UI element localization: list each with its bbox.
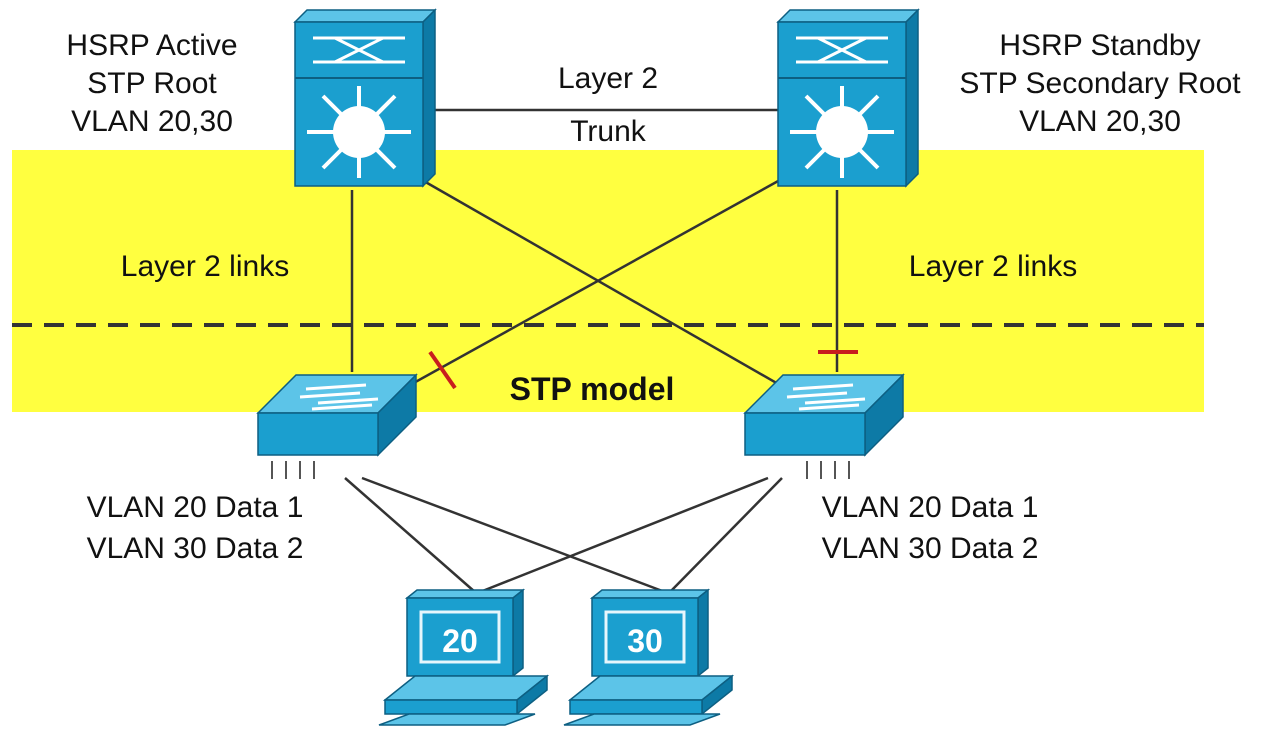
access-left-vlan20: VLAN 20 Data 1 [87, 491, 304, 524]
access-left-vlan30: VLAN 30 Data 2 [87, 532, 304, 565]
access-right-vlan30: VLAN 30 Data 2 [822, 532, 1039, 565]
multilayer-switch-icon [293, 8, 437, 188]
link-active-to-right-access [421, 178, 781, 387]
access-right-vlan20: VLAN 20 Data 1 [822, 491, 1039, 524]
workgroup-switch-icon [256, 373, 418, 479]
workstation-icon [563, 588, 735, 726]
workstation-icon [378, 588, 550, 726]
active-label-line3: VLAN 20,30 [71, 105, 233, 138]
layer2-band [12, 150, 1204, 412]
standby-label-line2: STP Secondary Root [959, 67, 1241, 100]
multilayer-switch-icon [776, 8, 920, 188]
link-right-access-to-pc20 [479, 476, 769, 594]
link-left-access-to-pc30 [361, 476, 666, 594]
blocked-port-icon [428, 350, 457, 390]
active-label-line1: HSRP Active [66, 29, 237, 62]
trunk-label-line2: Trunk [570, 115, 647, 148]
pc-label-20: 20 [442, 623, 478, 659]
link-left-access-to-pc20 [344, 477, 476, 593]
active-label-line2: STP Root [87, 67, 217, 100]
trunk-label-line1: Layer 2 [558, 62, 658, 95]
pc-label-30: 30 [627, 623, 663, 659]
layer2-links-left-label: Layer 2 links [121, 250, 289, 283]
standby-label-line1: HSRP Standby [999, 29, 1200, 62]
stp-model-label: STP model [510, 371, 675, 407]
workgroup-switch-icon [743, 373, 905, 479]
link-standby-to-left-access [409, 178, 781, 387]
links [344, 108, 839, 594]
layer2-links-right-label: Layer 2 links [909, 250, 1077, 283]
standby-label-line3: VLAN 20,30 [1019, 105, 1181, 138]
link-right-access-to-pc30 [669, 477, 783, 593]
